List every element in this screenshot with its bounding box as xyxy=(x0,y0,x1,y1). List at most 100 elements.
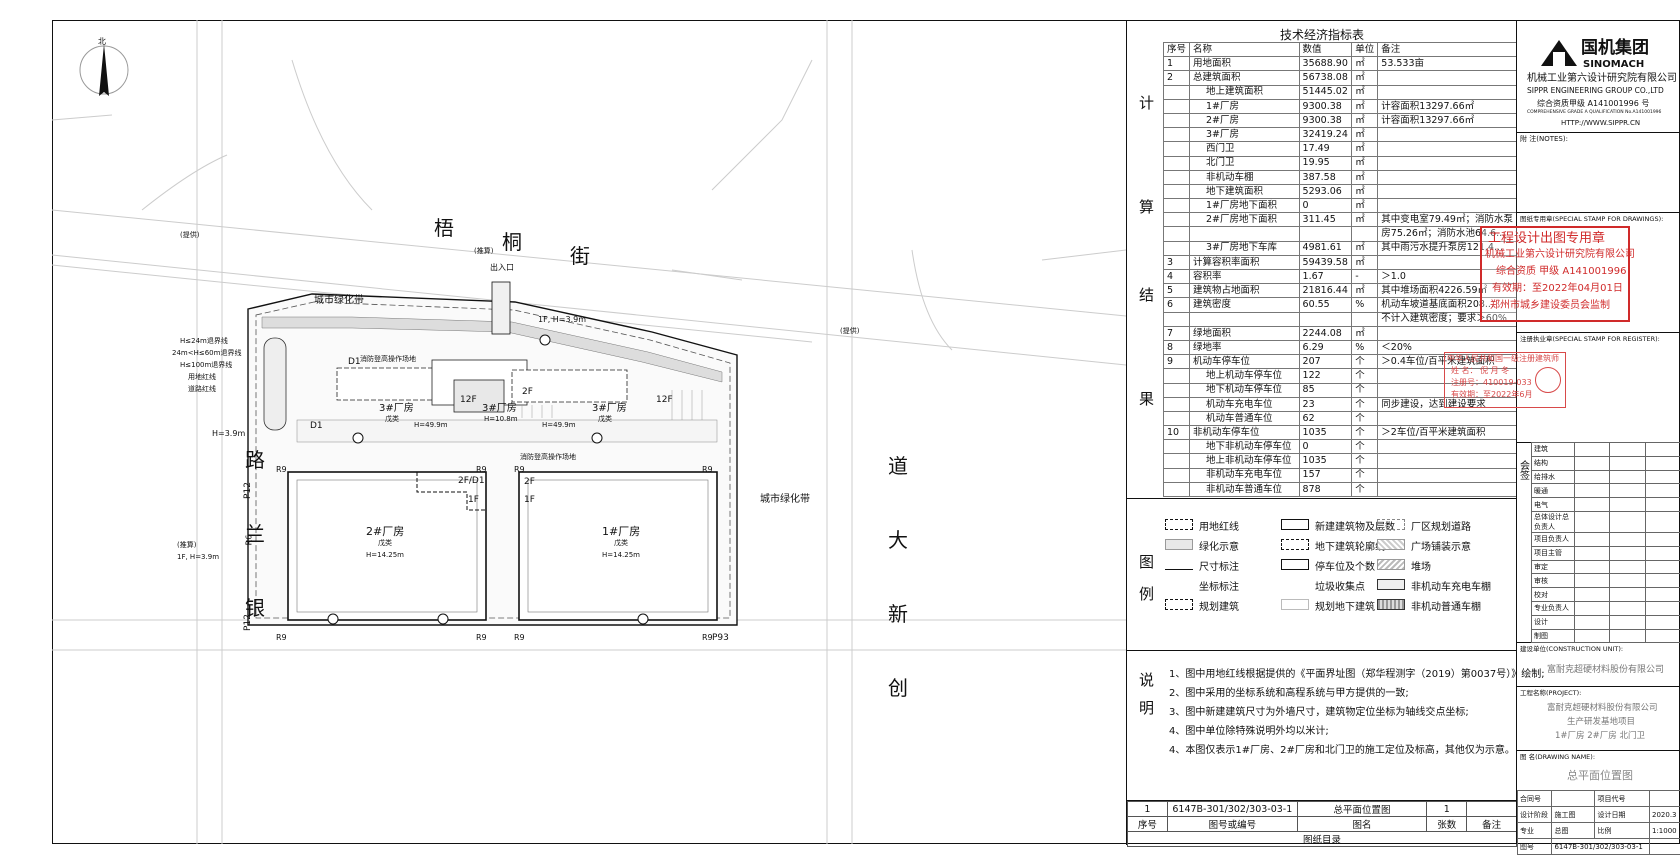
company-logo-en: SINOMACH xyxy=(1583,59,1645,70)
legend-swatch xyxy=(1377,539,1405,550)
road-name-chuangxin-4: 创 xyxy=(888,676,908,700)
signature-cell xyxy=(1609,497,1646,512)
row-remark: 53.533亩 xyxy=(1377,56,1517,72)
legend-label: 堆场 xyxy=(1411,562,1431,573)
row-value: 6.29 xyxy=(1298,339,1353,356)
row-name: 地上机动车停车位 xyxy=(1189,368,1300,384)
signature-cell: 专业负责人 xyxy=(1530,600,1576,616)
drawing-name: 总平面位置图 xyxy=(1567,769,1633,782)
side-label-ji: 计 xyxy=(1139,94,1155,112)
row-unit: 个 xyxy=(1351,467,1379,483)
label-12f-right: 12F xyxy=(656,395,673,405)
side-label-jie: 结 xyxy=(1139,286,1155,304)
row-name: 容积率 xyxy=(1189,268,1300,285)
label-1f-bldg2: 1F xyxy=(468,495,479,505)
row-unit xyxy=(1351,311,1379,327)
row-value: 32419.24 xyxy=(1298,127,1353,143)
tech-table-header: 序号 名称 数值 单位 备注 xyxy=(1162,41,1517,58)
stamp-line-2: 机械工业第六设计研究院有限公司 xyxy=(1485,249,1635,260)
label-r9-4: R9 xyxy=(702,465,713,474)
row-value: 9300.38 xyxy=(1298,112,1353,129)
legend-swatch xyxy=(1281,539,1309,550)
signature-cell xyxy=(1574,600,1611,616)
signature-cell xyxy=(1644,545,1680,561)
label-gate-left-h: H=3.9m xyxy=(212,429,246,438)
signature-section: 会签 建筑结构给排水暖通电气总体设计总负责人项目负责人项目主管审定审核校对专业负… xyxy=(1517,442,1680,644)
signature-cell xyxy=(1609,600,1646,616)
row-index xyxy=(1162,112,1191,129)
row-index xyxy=(1162,155,1191,171)
drawing-info-cell: 图号 xyxy=(1516,838,1553,855)
signature-row: 暖通 xyxy=(1530,483,1680,499)
qualification-small: COMPREHENSIVE GRADE A QUALIFICATION No.A… xyxy=(1527,110,1662,115)
signature-row: 总体设计总负责人 xyxy=(1530,510,1680,533)
label-r9-1: R9 xyxy=(276,465,287,474)
idx-h-code: 图号或编号 xyxy=(1166,816,1298,832)
row-value: 157 xyxy=(1298,467,1353,483)
row-unit: % xyxy=(1351,297,1379,313)
row-unit: ㎡ xyxy=(1351,70,1379,86)
side-label-suan: 算 xyxy=(1139,198,1155,216)
note-line-2: 2、图中采用的坐标系统和高程系统与甲方提供的一致; xyxy=(1169,688,1409,699)
north-label: 北 xyxy=(98,37,106,46)
legend-label: 尺寸标注 xyxy=(1199,562,1239,573)
drawing-info-row: 合同号项目代号 xyxy=(1516,790,1680,807)
label-green-top: 城市绿化带 xyxy=(314,295,364,306)
row-remark: 其中变电室79.49㎡；消防水泵 xyxy=(1377,212,1517,228)
row-remark xyxy=(1377,410,1517,427)
tech-table-row: 房75.26㎡；消防水池64.6... xyxy=(1162,226,1517,242)
row-unit: ㎡ xyxy=(1351,240,1379,256)
row-remark: ＞2车位/百平米建筑面积 xyxy=(1377,425,1517,441)
row-name: 地下建筑面积 xyxy=(1189,183,1300,200)
idx-footer: 图纸目录 xyxy=(1127,831,1517,847)
row-name: 建筑物占地面积 xyxy=(1189,283,1300,299)
row-name: 非机动车充电车位 xyxy=(1189,467,1300,483)
signature-cell xyxy=(1644,600,1680,616)
row-index: 9 xyxy=(1162,354,1191,370)
signature-cell xyxy=(1644,469,1680,485)
row-value: 207 xyxy=(1298,354,1353,370)
row-index: 6 xyxy=(1162,297,1191,313)
row-name: 北门卫 xyxy=(1189,155,1300,171)
row-value: 387.58 xyxy=(1298,169,1353,185)
row-unit: 个 xyxy=(1351,396,1379,412)
drawing-info-cell: 设计日期 xyxy=(1594,806,1650,823)
drawing-index-row: 1 6147B-301/302/303-03-1 总平面位置图 1 xyxy=(1127,801,1517,817)
row-value: 1035 xyxy=(1298,453,1353,469)
legend-label: 厂区规划道路 xyxy=(1411,522,1471,533)
notes-side-ming: 明 xyxy=(1139,699,1155,717)
row-unit: - xyxy=(1351,268,1379,285)
label-bldg2-h: H=14.25m xyxy=(366,551,404,559)
signature-cell: 项目主管 xyxy=(1530,545,1576,561)
reg-line-2: 姓 名： 倪 月 冬 xyxy=(1451,366,1510,375)
row-name: 地上建筑面积 xyxy=(1189,84,1300,100)
signature-cell: 制图 xyxy=(1530,628,1576,644)
row-index xyxy=(1162,410,1191,427)
row-index xyxy=(1162,183,1191,200)
row-unit: % xyxy=(1351,339,1379,356)
row-name: 机动车停车位 xyxy=(1189,354,1300,370)
legend-swatch xyxy=(1377,559,1405,570)
signature-table: 建筑结构给排水暖通电气总体设计总负责人项目负责人项目主管审定审核校对专业负责人设… xyxy=(1530,442,1680,644)
legend-label: 停车位及个数 xyxy=(1315,562,1375,573)
row-unit: ㎡ xyxy=(1351,127,1379,143)
signature-cell xyxy=(1574,545,1611,561)
row-value: 311.45 xyxy=(1298,212,1353,228)
project-line-1: 富耐克超硬材料股份有限公司 xyxy=(1547,703,1658,713)
signature-cell xyxy=(1644,483,1680,499)
idx-h-sheets: 张数 xyxy=(1426,816,1468,832)
idx-cell-sheets: 1 xyxy=(1426,801,1468,817)
th-value: 数值 xyxy=(1298,41,1353,58)
row-value: 878 xyxy=(1298,481,1353,498)
road-name-chuangxin-3: 新 xyxy=(888,602,908,626)
signature-cell xyxy=(1644,573,1680,589)
signature-cell xyxy=(1609,559,1646,575)
signature-cell: 校对 xyxy=(1530,587,1576,602)
legend-label: 规划建筑 xyxy=(1199,602,1239,613)
reg-line-3: 注册号：410019-033 xyxy=(1451,378,1532,387)
th-index: 序号 xyxy=(1162,41,1191,58)
legend-swatch xyxy=(1165,539,1193,550)
label-tuijian-1: (推算) xyxy=(474,247,494,255)
